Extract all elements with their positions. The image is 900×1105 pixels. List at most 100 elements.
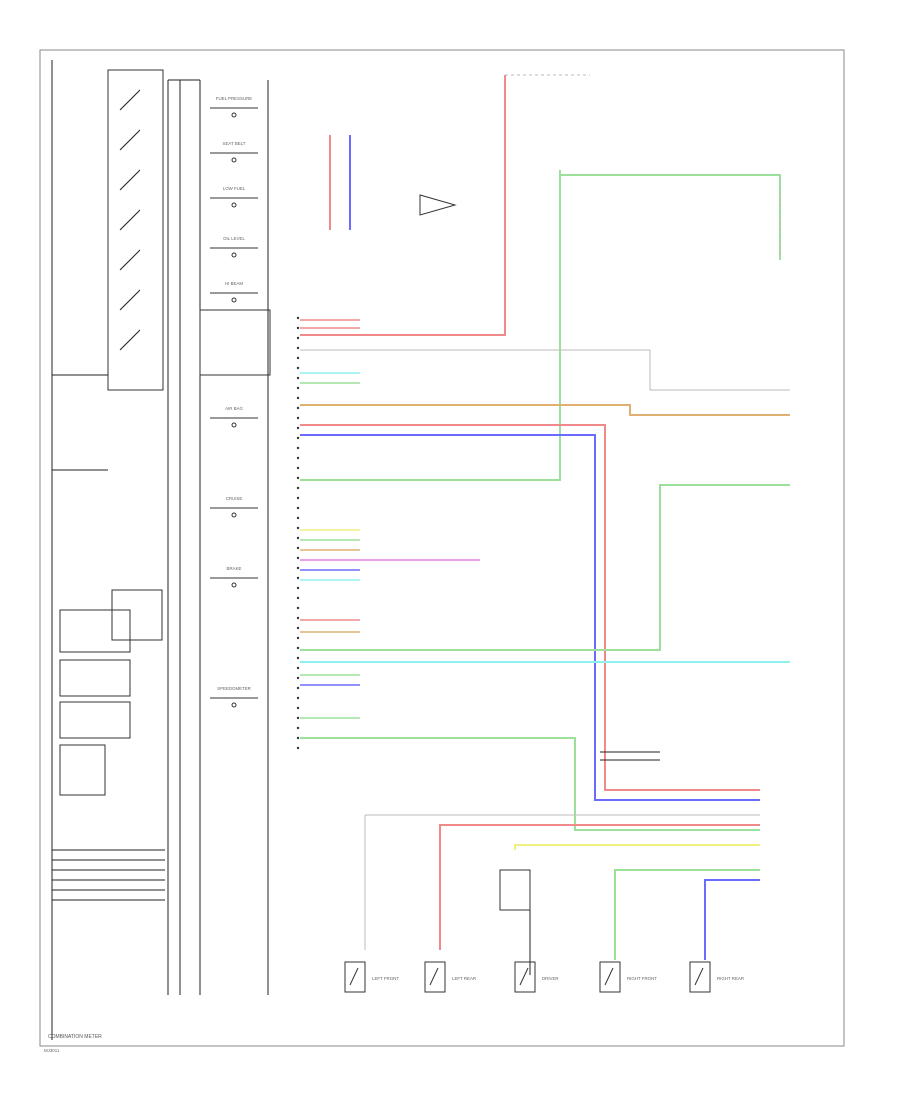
terminal-pin — [296, 726, 300, 730]
red-wire-bottom — [439, 824, 760, 950]
gauge-oil-level: OIL LEVEL — [210, 236, 258, 258]
left-front-sensor: LEFT FRONT — [344, 961, 399, 993]
gauge-label: FUEL PRESSURE — [216, 96, 253, 101]
pressure-sensor-symbol — [419, 194, 457, 216]
gauge-label: OIL LEVEL — [223, 236, 245, 241]
warning-lamp-block — [107, 69, 164, 391]
colored-wires — [300, 75, 790, 960]
terminal-pin — [296, 416, 300, 420]
gauge-hi-beam: HI BEAM — [210, 281, 258, 303]
terminal-pin — [296, 366, 300, 370]
terminal-pin — [296, 516, 300, 520]
terminal-pin — [296, 356, 300, 360]
gauge-label: BRAKE — [227, 566, 242, 571]
diagram-border — [39, 49, 845, 1047]
terminal-pin — [296, 626, 300, 630]
odometer-module-box — [59, 744, 106, 796]
gauge-label: AIR BAG — [225, 406, 243, 411]
gauge-air-bag: AIR BAG — [210, 406, 258, 428]
gauge-brake: BRAKE — [210, 566, 258, 588]
right-front-sensor: RIGHT FRONT — [599, 961, 657, 993]
connector-terminals — [296, 316, 300, 750]
sensor-label: RIGHT REAR — [717, 976, 744, 981]
ground-wires — [300, 74, 790, 975]
blue-wire-long — [300, 434, 760, 801]
terminal-pin — [296, 566, 300, 570]
terminal-pin — [296, 316, 300, 320]
gauge-label: HI BEAM — [225, 281, 243, 286]
vdc-module-box — [59, 659, 131, 697]
terminal-pin — [296, 426, 300, 430]
terminal-pin — [296, 456, 300, 460]
terminal-pin — [296, 496, 300, 500]
terminal-pin — [296, 616, 300, 620]
gauge-seat-belt: SEAT BELT — [210, 141, 258, 163]
driver-sensor: DRIVER — [514, 961, 559, 993]
gauge-fuel-pressure: FUEL PRESSURE — [210, 96, 258, 118]
warning-lamp-switches — [119, 89, 141, 351]
terminal-pin — [296, 716, 300, 720]
terminal-pin — [296, 386, 300, 390]
terminal-pin — [296, 686, 300, 690]
tpms-module-box — [59, 701, 131, 739]
green-wire-bottom — [614, 869, 760, 960]
terminal-pin — [296, 466, 300, 470]
terminal-pin — [296, 346, 300, 350]
terminal-pin — [296, 446, 300, 450]
gauge-speedometer: SPEEDOMETER — [210, 686, 258, 708]
terminal-pin — [296, 556, 300, 560]
terminal-pin — [296, 436, 300, 440]
terminal-pin — [296, 546, 300, 550]
terminal-pin — [296, 486, 300, 490]
sensor-label: DRIVER — [542, 976, 559, 981]
right-rear-sensor: RIGHT REAR — [689, 961, 744, 993]
terminal-pin — [296, 736, 300, 740]
terminal-pin — [296, 696, 300, 700]
terminal-pin — [296, 526, 300, 530]
gauge-label: CRUISE — [226, 496, 243, 501]
sensor-label: LEFT FRONT — [372, 976, 399, 981]
gauge-cruise: CRUISE — [210, 496, 258, 518]
gauge-label: SEAT BELT — [223, 141, 246, 146]
terminal-pin — [296, 596, 300, 600]
terminal-pin — [296, 636, 300, 640]
red-wire-top — [300, 75, 506, 336]
sensor-label: RIGHT FRONT — [627, 976, 657, 981]
terminal-pin — [296, 396, 300, 400]
green-wire-right — [560, 174, 781, 260]
orange-wire — [300, 404, 790, 416]
terminal-pin — [296, 746, 300, 750]
terminal-pin — [296, 336, 300, 340]
abs-module-box — [59, 609, 131, 653]
gauge-label: LOW FUEL — [223, 186, 246, 191]
gauge-label: SPEEDOMETER — [217, 686, 251, 691]
terminal-pin — [296, 506, 300, 510]
meter-relay-box — [111, 589, 163, 641]
green-wire-center — [300, 170, 561, 481]
terminal-pin — [296, 586, 300, 590]
yellow-wire-bottom — [514, 844, 760, 850]
green-wire-mid — [300, 484, 790, 651]
terminal-pin — [296, 656, 300, 660]
terminal-pin — [296, 576, 300, 580]
terminal-pin — [296, 376, 300, 380]
gauge-list: FUEL PRESSURE SEAT BELT LOW FUEL OIL LEVEL H… — [210, 96, 258, 708]
red-wire-long — [300, 424, 760, 791]
green-wire-lower — [300, 737, 760, 831]
terminal-pin — [296, 676, 300, 680]
terminal-pin — [296, 646, 300, 650]
gauge-low-fuel: LOW FUEL — [210, 186, 258, 208]
meter-control-unit — [199, 309, 271, 376]
terminal-pin — [296, 406, 300, 410]
terminal-pin — [296, 606, 300, 610]
driver-switch-box — [499, 869, 531, 911]
diagram-caption: COMBINATION METER — [48, 1034, 102, 1040]
diagram-code: MJ3011 — [44, 1048, 60, 1053]
blue-wire-bottom — [704, 879, 760, 960]
terminal-pin — [296, 666, 300, 670]
terminal-pin — [296, 476, 300, 480]
terminal-pin — [296, 536, 300, 540]
